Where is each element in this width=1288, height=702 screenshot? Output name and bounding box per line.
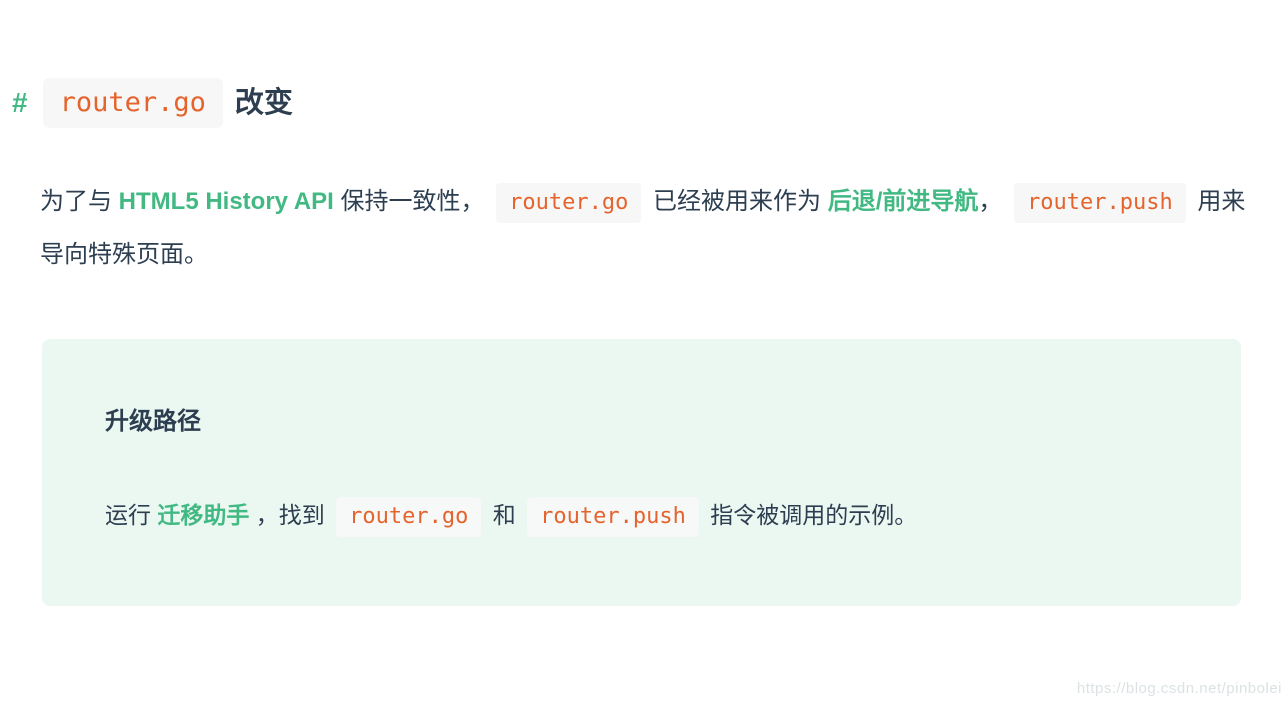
inline-link[interactable]: 迁移助手 [157,502,250,528]
text-run: 保持一致性， [333,188,492,215]
upgrade-path-tip-box: 升级路径 运行 迁移助手 ，找到 router.go 和 router.push… [42,339,1241,606]
text-run: 用来导向特殊页面。 [40,188,1246,268]
text-run: ， [978,188,1010,215]
text-run: 运行 [105,502,158,528]
inline-link[interactable]: 后退/前进导航 [827,188,979,215]
heading-title: 改变 [234,86,293,119]
text-run: 和 [486,502,523,528]
inline-code: router.go [336,497,482,537]
text-run: 指令被调用的示例。 [703,502,918,528]
text-run: ，找到 [249,502,332,528]
document-page: # router.go 改变 为了与 HTML5 History API 保持一… [0,78,1288,702]
inline-code: router.push [527,497,699,537]
heading-inline-code: router.go [42,78,223,128]
inline-link[interactable]: HTML5 History API [118,188,334,215]
watermark-text: https://blog.csdn.net/pinbolei [1076,680,1282,697]
tip-title: 升级路径 [105,408,201,435]
section-heading: # router.go 改变 [12,78,1248,128]
intro-paragraph: 为了与 HTML5 History API 保持一致性， router.go 已… [40,176,1246,281]
text-run: 为了与 [40,188,119,215]
heading-anchor-link[interactable]: # [12,87,28,118]
tip-paragraph: 运行 迁移助手 ，找到 router.go 和 router.push 指令被调… [105,495,1178,537]
inline-code: router.push [1014,183,1186,223]
text-run: 已经被用来作为 [646,188,828,215]
inline-code: router.go [496,183,642,223]
